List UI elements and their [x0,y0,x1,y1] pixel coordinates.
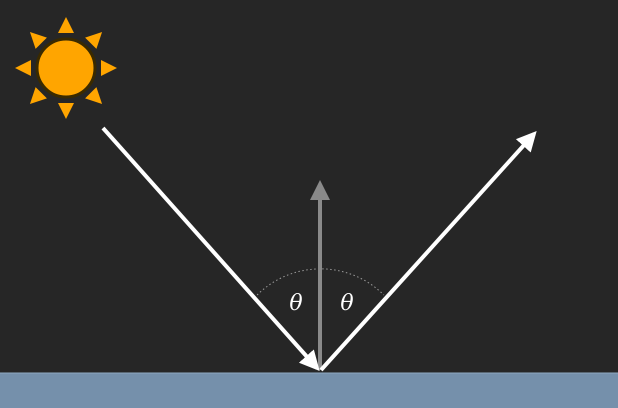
reflection-angle-label: θ [340,291,353,316]
reflective-surface [0,373,618,408]
incidence-angle-label: θ [289,291,302,316]
reflected-ray [319,131,537,372]
sun-disc [35,37,97,99]
incident-ray [101,126,320,371]
sun-icon [15,17,117,119]
